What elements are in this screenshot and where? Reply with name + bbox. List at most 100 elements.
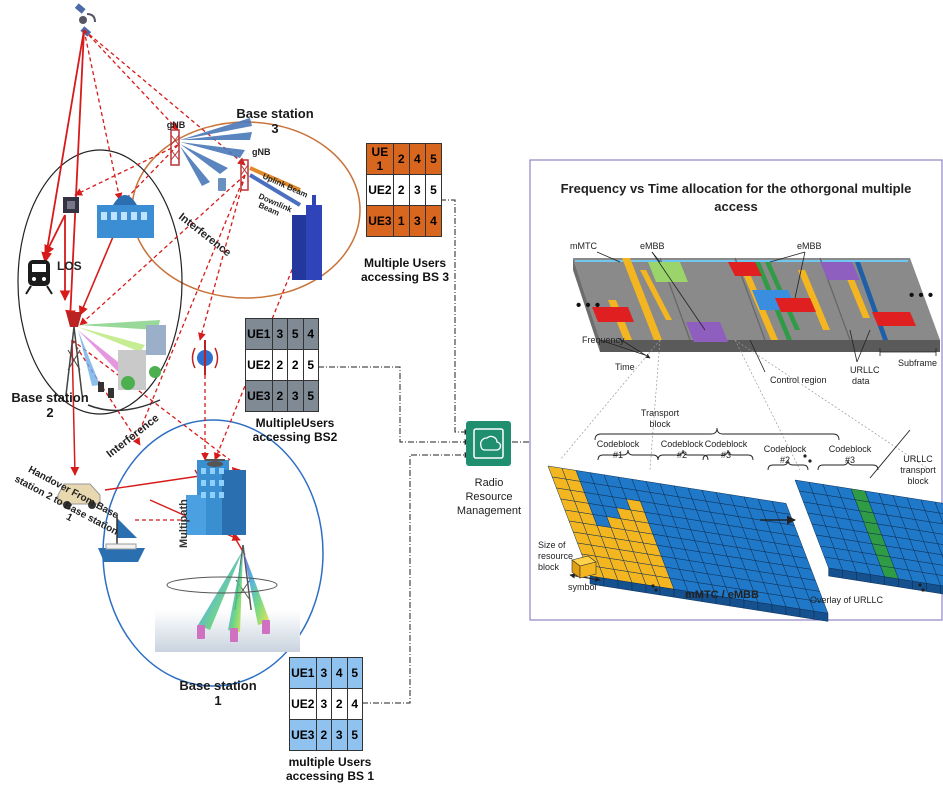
caption-line: accessing BS 3 [360,270,450,284]
government-building-icon [97,195,154,238]
pointers [596,251,937,373]
resource-element [934,501,943,514]
interference-label: Interference [176,211,233,259]
ship-icon [98,515,145,562]
beam-fan-icon [78,320,160,386]
transport-block-label: block [649,419,671,429]
resource-cell: 5 [346,719,363,751]
grid-side [813,610,829,622]
svg-text:access: access [714,199,757,214]
resource-cell: 4 [408,143,426,175]
resource-cell: 5 [302,349,319,381]
resource-cell: 2 [271,380,289,412]
resource-grid-urllc-overlay [794,479,943,595]
codeblock-label: Codeblock [829,444,872,454]
ue-table-bs3-caption: Multiple Users accessing BS 3 [350,256,460,284]
transport-block-label: Transport [641,408,680,418]
resource-cell: 5 [302,380,319,412]
urllc-data-label: URLLC [850,365,880,375]
downlink-beam [248,173,302,207]
resource-cell: 5 [424,174,443,206]
codeblock-label: #3 [721,450,731,460]
svg-text:Radio: Radio [475,477,504,489]
subframe-label: Subframe [898,358,937,368]
svg-text:Base station: Base station [179,678,256,693]
svg-text:3: 3 [271,121,278,136]
urllc-transport-label: block [907,476,929,486]
grid-side [940,585,943,595]
radio-tower-icon [191,340,219,375]
gnb-label: gNB [252,147,271,157]
ellipsis-left: • • • [576,297,600,314]
interference-label: Interference [104,412,161,460]
arc [87,399,161,412]
ellipsis-right: • • • [909,287,933,304]
time-frequency-slab [573,257,940,352]
resource-cell: 4 [424,205,443,237]
frequency-label: Frequency [582,335,625,345]
resource-cell: 4 [346,688,363,720]
resource-cell: 2 [287,349,304,381]
codeblock-label: #1 [613,450,623,460]
caption-line: multiple Users [288,755,372,769]
overlay-label: Overlay of URLLC [810,595,884,605]
resource-cell: 2 [392,143,410,175]
codeblock-label: #2 [677,450,687,460]
ue-id-cell: UE2 [245,349,273,381]
ue-table-bs1-caption: multiple Users accessing BS 1 [285,755,375,783]
rrm-label: Radio Resource Management [457,477,521,517]
beam-fan-icon [198,550,270,632]
resource-cell: 3 [331,719,348,751]
resource-cell: 3 [408,205,426,237]
resource-cell: 5 [287,318,304,350]
car-icon [57,483,101,509]
projection-lines [559,339,931,471]
los-label: LOS [57,259,82,273]
connectors [318,199,530,704]
skyscraper-icon [292,195,322,280]
bs2-cell [17,149,183,415]
svg-text:Management: Management [457,505,521,517]
resource-cell: 5 [424,143,443,175]
braces [569,427,911,582]
resource-cell: 2 [331,688,348,720]
bs3-cell [131,121,361,299]
svg-text:1: 1 [64,512,74,525]
ue-id-cell: UE3 [289,719,317,751]
svg-text:Frequency vs Time allocation f: Frequency vs Time allocation for the oth… [561,181,912,196]
resource-element [924,510,943,525]
size-rb-label: Size of [538,540,566,550]
codeblock-label: #2 [780,455,790,465]
office-buildings-icon [186,460,246,535]
resource-cell: 5 [346,657,363,689]
codeblock-label: #3 [845,455,855,465]
phone-icon [218,178,226,191]
resource-element [927,552,943,566]
rotation-ring [166,576,278,594]
ue-id-cell: UE1 [245,318,273,350]
multipath-label: Multipath [178,499,190,548]
rrm-icon [466,421,511,466]
drone-icon [205,459,225,467]
urllc-transport-label: URLLC [903,454,933,464]
resource-cell: 3 [287,380,304,412]
resource-cell: 3 [271,318,289,350]
codeblock-label: Codeblock [661,439,704,449]
resource-cell: 3 [315,688,333,720]
beam-fan-icon [180,118,252,186]
resource-grid-mmtc-embb [547,465,829,622]
city-block-icon [98,325,166,398]
panel-title: Frequency vs Time allocation for the oth… [561,181,912,214]
caption-line: accessing BS2 [252,430,338,444]
resource-element [938,512,943,524]
